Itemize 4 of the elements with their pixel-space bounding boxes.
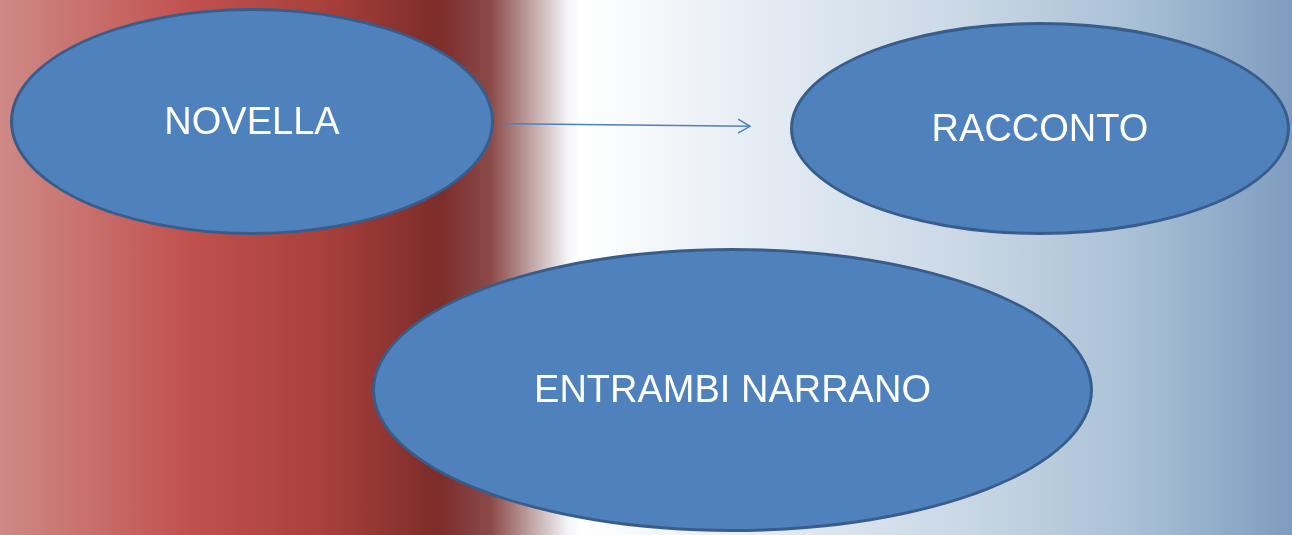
- node-label: ENTRAMBI NARRANO: [534, 367, 931, 413]
- node-label: RACCONTO: [931, 105, 1149, 151]
- arrow: [501, 118, 751, 134]
- node-label: NOVELLA: [164, 98, 340, 144]
